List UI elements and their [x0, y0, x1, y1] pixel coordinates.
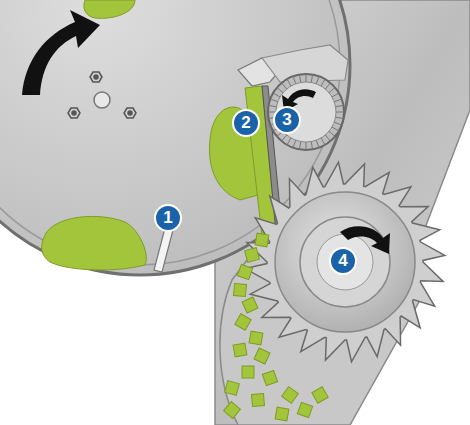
- cube: [255, 233, 269, 247]
- knurl-line: [306, 74, 307, 82]
- knurl-line: [336, 112, 344, 113]
- knurl-line: [332, 127, 339, 131]
- diced-cubes: [224, 233, 329, 421]
- knurled-roller: [268, 74, 344, 150]
- product: [42, 0, 258, 270]
- knurl-line: [277, 88, 283, 93]
- knurl-line: [311, 142, 312, 150]
- knurl-line: [325, 135, 330, 141]
- knurl-line: [269, 105, 277, 106]
- knurl-line: [334, 122, 342, 125]
- knurl-line: [273, 93, 280, 97]
- knurl-line: [316, 76, 319, 84]
- cube: [235, 314, 251, 330]
- cube: [249, 331, 263, 345]
- knurl-line: [299, 142, 300, 150]
- bolts: [68, 72, 136, 118]
- knurl-line: [282, 83, 287, 89]
- knurl-line: [293, 140, 296, 148]
- knurl-line: [336, 117, 344, 118]
- knurl-line: [293, 76, 296, 84]
- knurl-line: [332, 93, 339, 97]
- knurl-line: [321, 138, 325, 145]
- knurl-line: [334, 99, 342, 102]
- knurl-line: [336, 105, 344, 106]
- cube: [312, 387, 328, 403]
- knurl-line: [268, 112, 276, 113]
- knurl-line: [329, 88, 335, 93]
- rotation-arrows: [22, 10, 390, 254]
- cube: [297, 402, 312, 417]
- knurl-line: [287, 138, 291, 145]
- knurl-line: [311, 75, 312, 83]
- cube: [275, 407, 289, 421]
- drum-hub: [94, 92, 110, 108]
- knurl-line: [270, 99, 278, 102]
- knurl-line: [329, 131, 335, 136]
- cube: [225, 381, 240, 396]
- callout-number: 2: [233, 110, 259, 136]
- cube: [282, 387, 299, 404]
- knurl-line: [282, 135, 287, 141]
- paddle: [154, 228, 173, 272]
- knurl-line: [287, 79, 291, 86]
- knurl-line: [316, 140, 319, 148]
- callout-number: 4: [330, 248, 356, 274]
- cube: [242, 366, 254, 378]
- cube: [233, 343, 247, 357]
- knurl-line: [306, 142, 307, 150]
- cube: [242, 297, 258, 313]
- cube: [224, 402, 241, 419]
- cube: [251, 393, 264, 406]
- cube: [237, 264, 252, 279]
- callout-circles: [155, 107, 356, 274]
- knurl-line: [321, 79, 325, 86]
- knurl-line: [299, 75, 300, 83]
- cube: [254, 348, 270, 364]
- cube: [245, 248, 260, 263]
- cube: [262, 370, 277, 385]
- cube: [233, 283, 246, 296]
- callout-number: 1: [155, 205, 181, 231]
- cutter-wheel: [245, 162, 445, 362]
- callout-number: 3: [274, 107, 300, 133]
- knurl-line: [325, 83, 330, 89]
